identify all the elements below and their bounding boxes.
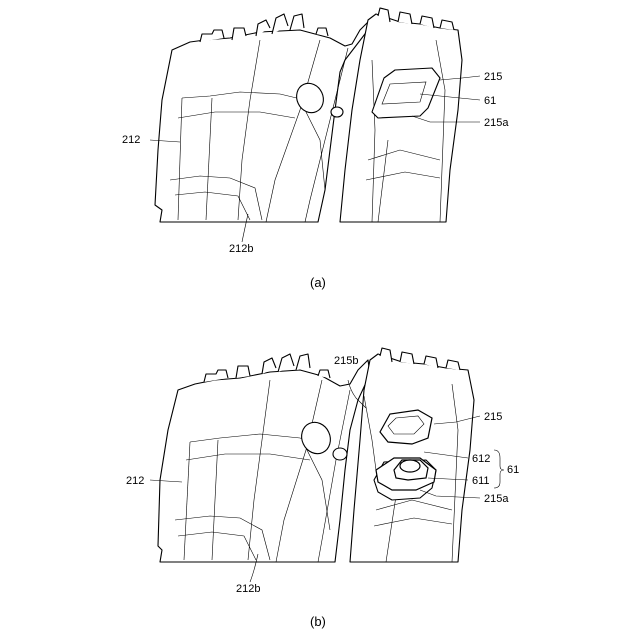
label-215a: 215a (484, 493, 509, 505)
label-212b: 212b (229, 243, 253, 255)
small-dot (331, 107, 343, 117)
label-611: 611 (472, 475, 490, 487)
label-215: 215 (484, 71, 502, 83)
brace-61 (494, 450, 504, 488)
trim-panel-212 (155, 22, 368, 222)
label-212b: 212b (236, 583, 260, 595)
label-61: 61 (507, 464, 519, 476)
label-212: 212 (122, 134, 140, 146)
label-215a: 215a (484, 117, 509, 129)
label-215: 215 (484, 411, 502, 423)
trim-panel-212 (158, 360, 370, 562)
figure-a: 212 212b 215 61 215a (a) (0, 0, 640, 320)
small-dot (333, 448, 347, 460)
figure-caption-a: (a) (310, 275, 326, 290)
label-61: 61 (484, 95, 496, 107)
figure-caption-b: (b) (310, 614, 326, 629)
label-215b: 215b (334, 355, 358, 367)
label-612: 612 (472, 453, 490, 465)
figure-b: 212 212b 215b 215 612 611 61 215a (b) (0, 320, 640, 640)
label-212: 212 (126, 475, 144, 487)
